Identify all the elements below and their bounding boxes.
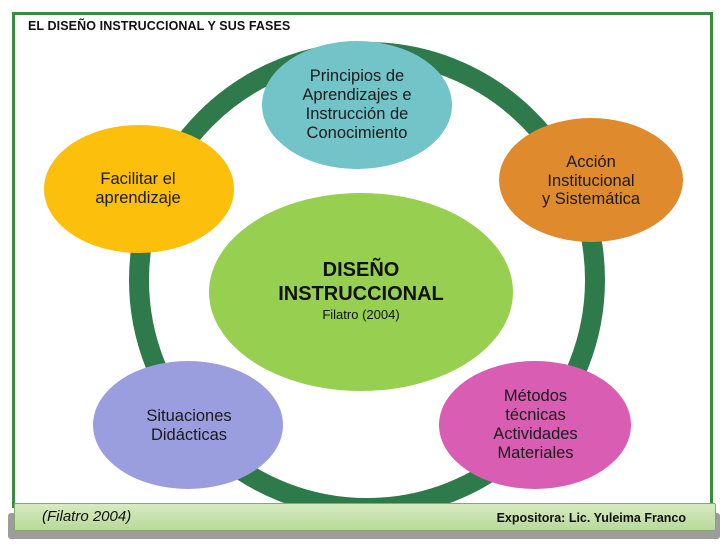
node-facilitar-line: aprendizaje <box>95 189 181 207</box>
slide-title: EL DISEÑO INSTRUCCIONAL Y SUS FASES <box>28 19 291 33</box>
node-accion-line: y Sistemática <box>541 190 641 209</box>
node-metodos-line: Materiales <box>497 443 574 462</box>
node-situaciones-line: Didácticas <box>150 426 228 444</box>
node-principios-line: Instrucción de <box>305 105 409 123</box>
node-situaciones-line: Situaciones <box>146 407 232 426</box>
node-metodos-line: Actividades <box>493 425 578 443</box>
node-accion-line: Institucional <box>547 171 635 190</box>
node-principios-ellipse <box>262 41 452 169</box>
node-principios-line: Principios de <box>309 67 405 86</box>
node-situaciones-label: Situaciones Didácticas <box>103 403 275 449</box>
node-situaciones-ellipse <box>93 361 283 489</box>
center-label: DISEÑO INSTRUCCIONAL Filatro (2004) <box>231 250 491 330</box>
node-principios-line: Conocimiento <box>306 123 408 142</box>
center-subtitle: Filatro (2004) <box>322 306 400 322</box>
node-facilitar-ellipse <box>44 125 234 253</box>
center-title-line2: INSTRUCCIONAL <box>278 282 444 305</box>
node-accion-label: Acción Institucional y Sistemática <box>505 145 677 217</box>
node-accion-line: Acción <box>566 152 616 171</box>
footer-bar <box>14 503 716 531</box>
node-metodos-line: Métodos <box>503 387 568 406</box>
footer-presenter: Expositora: Lic. Yuleima Franco <box>496 511 686 525</box>
node-principios-line: Aprendizajes e <box>302 86 412 105</box>
center-title-line1: DISEÑO <box>322 258 400 281</box>
center-ellipse <box>209 193 513 391</box>
node-facilitar-line: Facilitar el <box>100 170 176 189</box>
footer-citation: (Filatro 2004) <box>42 508 132 525</box>
node-facilitar-label: Facilitar el aprendizaje <box>52 166 224 212</box>
node-metodos-label: Métodos técnicas Actividades Materiales <box>448 380 623 470</box>
node-metodos-line: técnicas <box>505 406 566 425</box>
node-metodos-ellipse <box>439 361 631 489</box>
node-accion-ellipse <box>499 118 683 242</box>
node-principios-label: Principios de Aprendizajes e Instrucción… <box>272 60 442 150</box>
